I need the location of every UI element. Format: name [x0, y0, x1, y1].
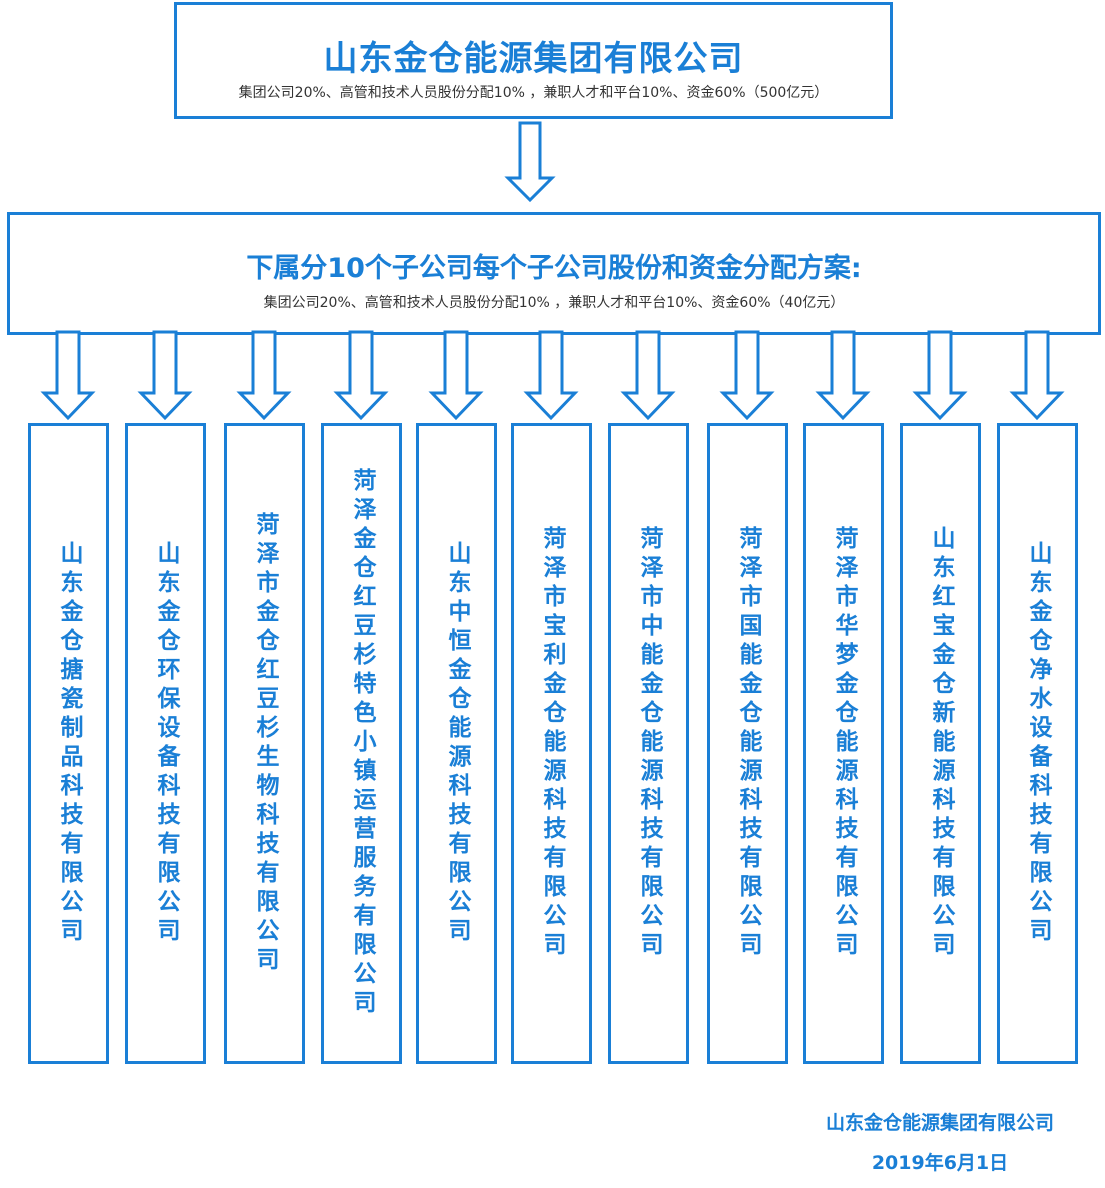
subsidiary-name: 菏泽市国能金仓能源科技有限公司	[735, 526, 761, 961]
subsidiary-box: 山东金仓搪瓷制品科技有限公司	[28, 423, 109, 1064]
subsidiary-box: 山东金仓净水设备科技有限公司	[997, 423, 1078, 1064]
group-company-title: 山东金仓能源集团有限公司	[323, 39, 744, 79]
subsidiary-name: 菏泽市金仓红豆杉生物科技有限公司	[252, 511, 278, 976]
subsidiary-name: 山东中恒金仓能源科技有限公司	[444, 540, 470, 947]
subsidiary-name: 菏泽金仓红豆杉特色小镇运营服务有限公司	[349, 468, 375, 1019]
subsidiary-box: 菏泽金仓红豆杉特色小镇运营服务有限公司	[321, 423, 402, 1064]
group-company-box: 山东金仓能源集团有限公司 集团公司20%、高管和技术人员股份分配10% ，兼职人…	[174, 2, 893, 119]
subsidiary-name: 菏泽市宝利金仓能源科技有限公司	[539, 526, 565, 961]
subsidiary-name: 菏泽市中能金仓能源科技有限公司	[636, 526, 662, 961]
subsidiary-box: 菏泽市宝利金仓能源科技有限公司	[511, 423, 592, 1064]
subsidiary-box: 菏泽市国能金仓能源科技有限公司	[707, 423, 788, 1064]
down-arrow-icon	[719, 330, 775, 421]
down-arrow-icon	[428, 330, 484, 421]
down-arrow-icon	[137, 330, 193, 421]
group-allocation-text: 集团公司20%、高管和技术人员股份分配10% ，兼职人才和平台10%、资金60%…	[238, 85, 829, 101]
subsidiary-name: 山东金仓搪瓷制品科技有限公司	[56, 540, 82, 947]
subsidiary-box: 山东中恒金仓能源科技有限公司	[416, 423, 497, 1064]
subsidiary-plan-title: 下属分10个子公司每个子公司股份和资金分配方案:	[246, 253, 862, 284]
footer-date: 2019年6月1日	[871, 1152, 1009, 1174]
down-arrow-icon	[523, 330, 579, 421]
footer-company-name: 山东金仓能源集团有限公司	[825, 1112, 1054, 1134]
subsidiary-box: 菏泽市中能金仓能源科技有限公司	[608, 423, 689, 1064]
subsidiary-name: 山东金仓环保设备科技有限公司	[153, 540, 179, 947]
down-arrow-icon	[40, 330, 96, 421]
down-arrow-icon	[1009, 330, 1065, 421]
subsidiary-box: 菏泽市华梦金仓能源科技有限公司	[803, 423, 884, 1064]
subsidiary-box: 菏泽市金仓红豆杉生物科技有限公司	[224, 423, 305, 1064]
subsidiary-plan-box: 下属分10个子公司每个子公司股份和资金分配方案: 集团公司20%、高管和技术人员…	[7, 212, 1101, 335]
subsidiary-name: 山东红宝金仓新能源科技有限公司	[928, 526, 954, 961]
subsidiary-name: 山东金仓净水设备科技有限公司	[1025, 540, 1051, 947]
down-arrow-icon	[504, 121, 556, 203]
down-arrow-icon	[912, 330, 968, 421]
down-arrow-icon	[236, 330, 292, 421]
down-arrow-icon	[620, 330, 676, 421]
down-arrow-icon	[815, 330, 871, 421]
subsidiary-box: 山东红宝金仓新能源科技有限公司	[900, 423, 981, 1064]
down-arrow-icon	[333, 330, 389, 421]
subsidiary-box: 山东金仓环保设备科技有限公司	[125, 423, 206, 1064]
subsidiary-allocation-text: 集团公司20%、高管和技术人员股份分配10% ，兼职人才和平台10%、资金60%…	[263, 295, 845, 311]
subsidiary-name: 菏泽市华梦金仓能源科技有限公司	[831, 526, 857, 961]
